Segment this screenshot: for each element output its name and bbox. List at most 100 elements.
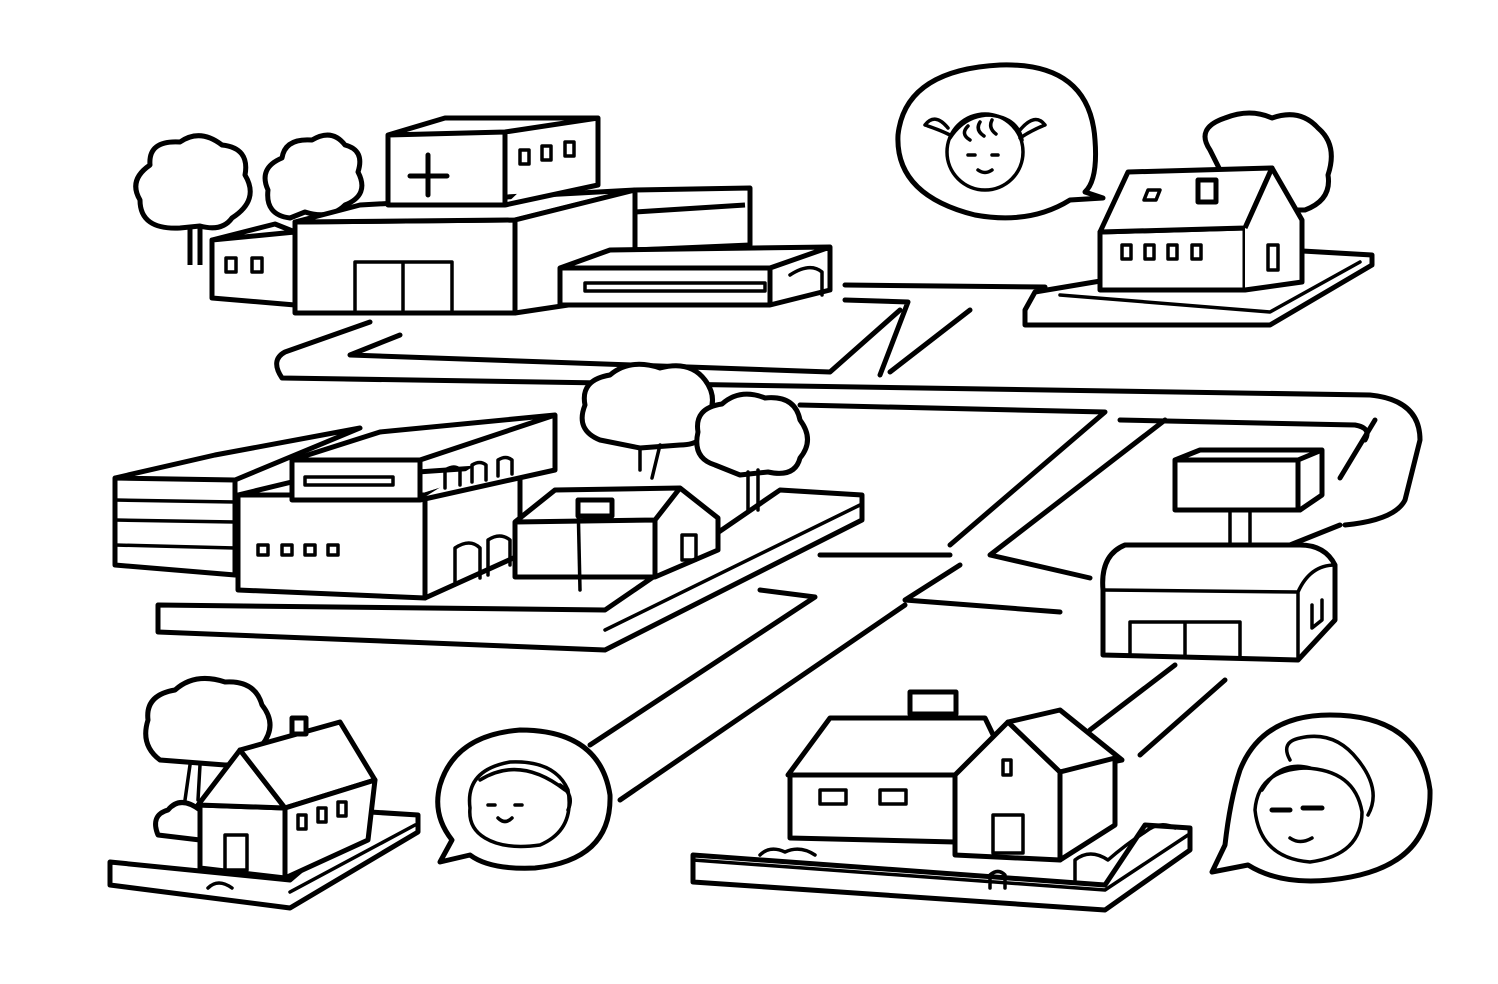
face-features	[966, 153, 1000, 175]
tree-school-a	[579, 361, 715, 451]
window	[316, 806, 328, 824]
door[interactable]	[1266, 243, 1280, 272]
hospital-top-block	[385, 115, 601, 208]
window-strip	[303, 475, 395, 487]
chimney	[907, 689, 959, 717]
boy-face[interactable]	[435, 727, 613, 871]
hospital[interactable]	[133, 115, 833, 316]
tree-trunk	[183, 763, 202, 802]
shop-body	[1100, 542, 1338, 663]
house-body	[197, 802, 288, 881]
face	[467, 760, 571, 849]
road-top-right-stub	[842, 282, 1048, 290]
tree-trunk	[638, 443, 662, 480]
roof-window	[1142, 188, 1162, 202]
window	[280, 543, 294, 557]
window	[250, 256, 264, 274]
shop-doors[interactable]	[1128, 620, 1242, 660]
window	[1143, 243, 1156, 261]
tree-hospital-left	[133, 133, 253, 265]
house-side-wall	[1057, 755, 1118, 863]
chimney	[1195, 177, 1219, 205]
sign-pole	[1228, 508, 1252, 547]
house-main-wing	[787, 772, 958, 845]
hospital-main-block	[292, 217, 518, 316]
window	[1190, 243, 1203, 261]
road-bottom-right-b	[1137, 677, 1228, 758]
tree-hospital-right	[262, 132, 365, 221]
floor-lines	[113, 498, 237, 550]
school-left-wing	[112, 425, 363, 578]
window	[878, 788, 908, 806]
house-gable	[1242, 165, 1305, 293]
house-side-wall	[282, 777, 378, 881]
window	[1001, 758, 1013, 777]
house-bottom-center[interactable]	[690, 689, 1193, 913]
flag-icon	[575, 497, 615, 592]
boy-sunglasses-face[interactable]	[1209, 712, 1433, 884]
window	[224, 256, 238, 274]
window	[818, 788, 848, 806]
house-top-right[interactable]	[1022, 110, 1375, 328]
shop-side-door	[1310, 598, 1324, 630]
girl-pigtails-face[interactable]	[895, 62, 1106, 221]
school[interactable]	[112, 361, 865, 653]
window	[1120, 243, 1133, 261]
maze-roads	[274, 282, 1423, 803]
road-bottom-right-a	[1087, 662, 1178, 733]
road-mid-inner	[797, 402, 1108, 548]
hair	[948, 113, 1024, 142]
window	[326, 543, 340, 557]
bush	[153, 800, 203, 843]
arched-windows	[443, 455, 514, 490]
shop-with-signboard[interactable]	[1100, 447, 1338, 663]
school-lot	[155, 487, 865, 653]
window	[296, 813, 308, 831]
lot-edge	[206, 823, 417, 894]
hospital-cross-icon	[407, 152, 450, 198]
door[interactable]	[991, 813, 1025, 855]
road-center-cross	[902, 562, 1063, 615]
door[interactable]	[680, 533, 698, 562]
chimney	[289, 715, 309, 737]
pigtail-right	[1018, 117, 1047, 140]
hospital-door[interactable]	[353, 260, 454, 312]
speech-bubble	[1209, 712, 1433, 884]
pigtail-left	[923, 117, 952, 137]
speech-bubble	[895, 62, 1106, 221]
tree-trunk	[746, 468, 760, 514]
arch	[788, 265, 824, 297]
window	[518, 148, 531, 166]
face-features	[486, 803, 524, 824]
window	[256, 543, 270, 557]
window	[563, 140, 576, 158]
house-bottom-left[interactable]	[107, 675, 421, 911]
school-annex	[512, 485, 721, 580]
lot-details	[691, 823, 1190, 892]
lot-edge	[603, 503, 862, 632]
hair	[1260, 734, 1375, 817]
road-branch-a	[887, 307, 973, 375]
road-mid-right	[1117, 417, 1370, 443]
door[interactable]	[223, 833, 249, 872]
road-mid-right-outer	[1337, 417, 1378, 481]
window	[1166, 243, 1179, 261]
road-to-house-right	[842, 297, 911, 378]
road-diag-right	[987, 417, 1168, 581]
window-strip	[583, 281, 767, 293]
road-right-stub	[1287, 522, 1343, 548]
tree-school-b	[694, 391, 810, 478]
mouth	[1288, 836, 1314, 844]
sunglasses	[1269, 805, 1325, 813]
hair	[478, 767, 572, 812]
window	[336, 800, 348, 818]
face	[1253, 766, 1364, 864]
hospital-back-wing	[632, 185, 753, 253]
lot-edge	[1058, 260, 1362, 314]
window	[540, 144, 553, 162]
road-center-down-left	[587, 587, 818, 748]
shop-edges	[1101, 563, 1337, 662]
doors[interactable]	[453, 534, 512, 587]
